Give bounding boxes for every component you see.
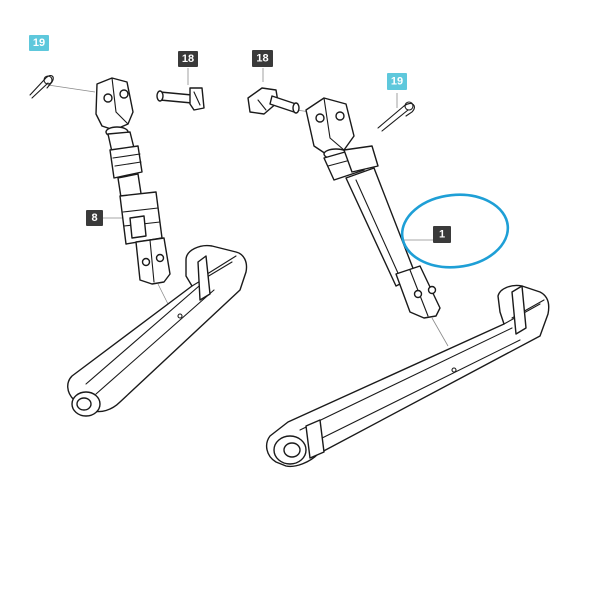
callout-18-left[interactable]: 18	[178, 51, 198, 67]
svg-text:18: 18	[256, 53, 268, 65]
highlight-circle	[400, 193, 510, 269]
callout-18-right[interactable]: 18	[252, 50, 273, 67]
lower-link-arm-left	[67, 244, 248, 417]
lower-link-arm-right	[265, 284, 550, 468]
clevis-pin-left	[156, 87, 205, 111]
callout-19-left[interactable]: 19	[29, 35, 49, 51]
callout-1[interactable]: 1	[433, 226, 451, 243]
svg-text:19: 19	[33, 37, 45, 49]
callout-8[interactable]: 8	[86, 210, 103, 226]
right-top-link-assembly	[247, 68, 550, 468]
spring-clip-left	[29, 74, 54, 99]
svg-text:1: 1	[439, 229, 445, 241]
svg-text:18: 18	[182, 53, 194, 65]
svg-text:19: 19	[391, 76, 403, 88]
left-top-link-assembly	[29, 68, 248, 417]
callout-19-right[interactable]: 19	[387, 73, 407, 90]
spring-clip-right	[377, 101, 415, 132]
clevis-pin-right	[247, 87, 300, 115]
svg-text:8: 8	[91, 212, 97, 224]
